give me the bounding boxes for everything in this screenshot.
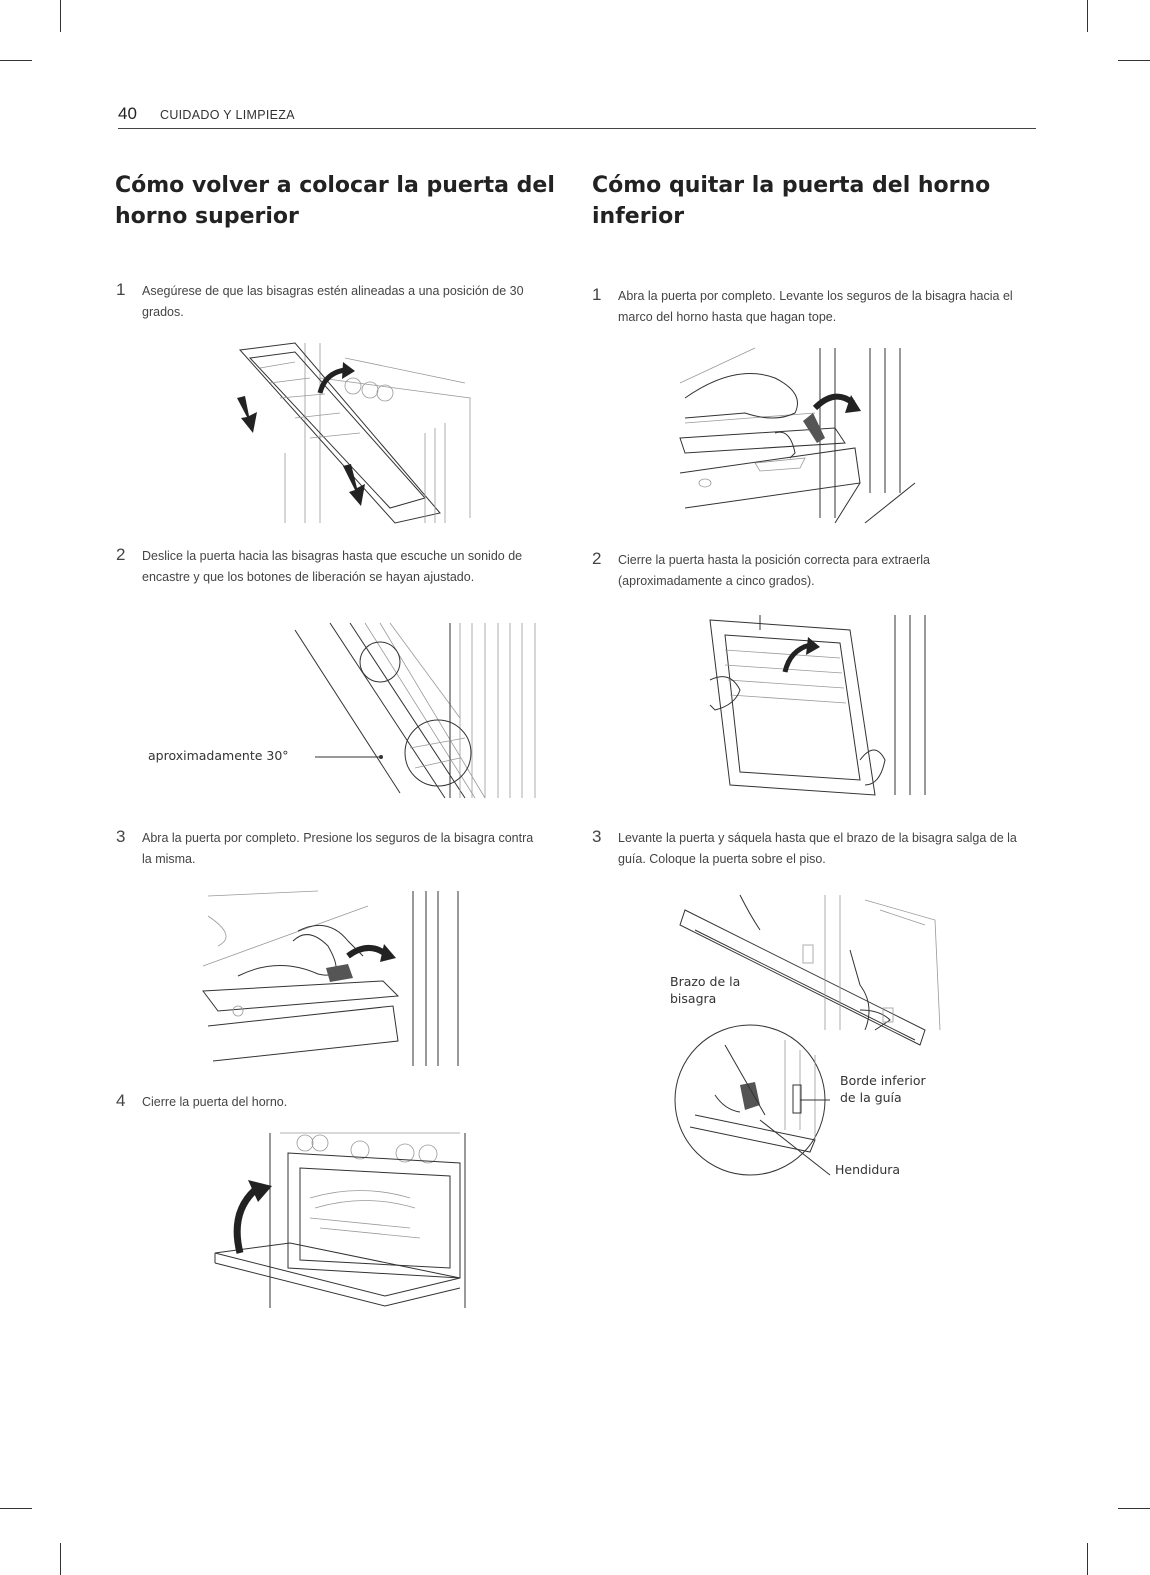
figure-lift-hinge-locks <box>675 343 950 528</box>
hinge-arm-label: Brazo de la bisagra <box>670 974 741 1006</box>
crop-mark <box>1087 1543 1088 1575</box>
notch-label: Hendidura <box>835 1162 901 1177</box>
right-heading: Cómo quitar la puerta del horno inferior <box>592 173 991 229</box>
step-text: Asegúrese de que las bisagras estén alin… <box>142 284 524 319</box>
step-text: Abra la puerta por completo. Presione lo… <box>142 831 534 866</box>
right-step-3: 3 Levante la puerta y sáquela hasta que … <box>592 827 1028 870</box>
angle-leader-line <box>315 754 385 760</box>
figure-hinge-30-degrees <box>225 338 475 528</box>
crop-mark <box>1087 0 1088 32</box>
step-text: Deslice la puerta hacia las bisagras has… <box>142 549 523 584</box>
crop-mark <box>60 0 61 32</box>
step-number: 1 <box>592 285 602 304</box>
step-text: Cierre la puerta del horno. <box>142 1095 288 1109</box>
guide-edge-label: Borde inferior de la guía <box>840 1073 926 1105</box>
step-number: 2 <box>592 549 602 568</box>
step-number: 1 <box>116 280 126 299</box>
left-step-1: 1 Asegúrese de que las bisagras estén al… <box>116 280 542 323</box>
crop-mark <box>1118 60 1150 61</box>
left-step-3: 3 Abra la puerta por completo. Presione … <box>116 827 542 870</box>
left-step-4: 4 Cierre la puerta del horno. <box>116 1091 542 1113</box>
figure-door-five-degrees <box>700 610 940 800</box>
crop-mark <box>0 1508 32 1509</box>
step-number: 3 <box>592 827 602 846</box>
right-step-1: 1 Abra la puerta por completo. Levante l… <box>592 285 1018 328</box>
right-step-2: 2 Cierre la puerta hasta la posición cor… <box>592 549 1018 592</box>
figure-remove-lower-door <box>665 890 955 1190</box>
step-number: 4 <box>116 1091 126 1110</box>
angle-label: aproximadamente 30° <box>148 748 289 763</box>
figure-slide-door <box>290 618 545 803</box>
figure-press-hinge-locks <box>198 886 463 1071</box>
step-text: Levante la puerta y sáquela hasta que el… <box>618 831 1017 866</box>
left-step-2: 2 Deslice la puerta hacia las bisagras h… <box>116 545 542 588</box>
figure-close-oven-door <box>210 1128 470 1313</box>
crop-mark <box>60 1543 61 1575</box>
page-number: 40 <box>118 104 137 123</box>
step-text: Cierre la puerta hasta la posición corre… <box>618 553 930 588</box>
left-heading: Cómo volver a colocar la puerta del horn… <box>115 173 555 229</box>
crop-mark <box>1118 1508 1150 1509</box>
crop-mark <box>0 60 32 61</box>
section-title: CUIDADO Y LIMPIEZA <box>160 108 295 122</box>
page-header: 40 CUIDADO Y LIMPIEZA <box>118 104 1036 129</box>
step-number: 3 <box>116 827 126 846</box>
step-text: Abra la puerta por completo. Levante los… <box>618 289 1013 324</box>
step-number: 2 <box>116 545 126 564</box>
